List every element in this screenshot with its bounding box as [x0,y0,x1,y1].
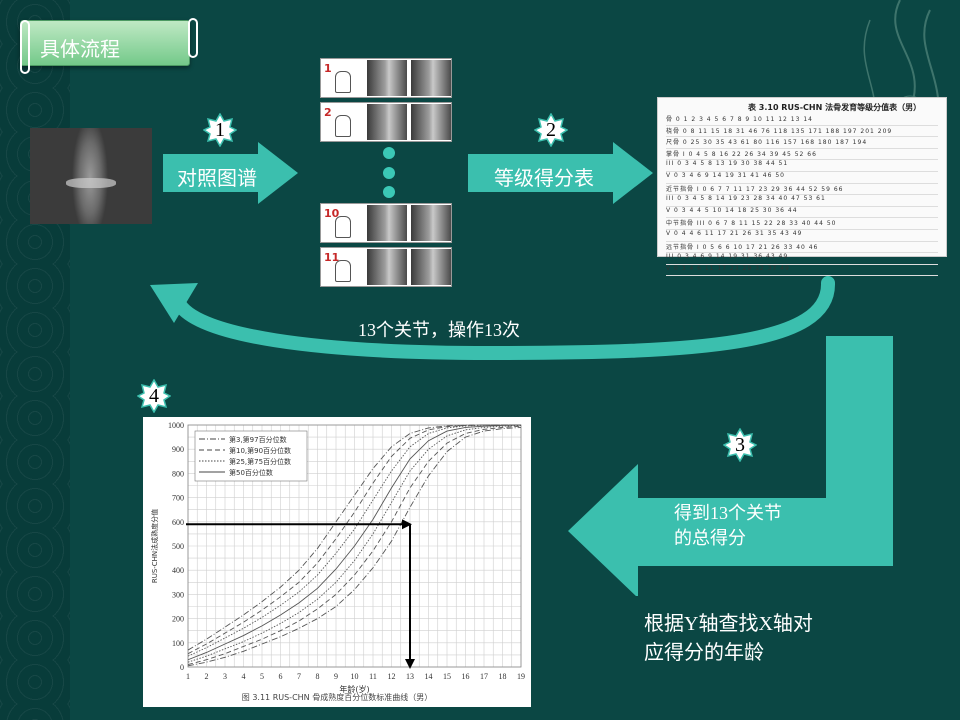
y-tick-label: 100 [172,639,184,648]
decorative-side-strip [0,0,70,720]
x-tick-label: 16 [462,672,470,681]
x-tick-label: 18 [499,672,507,681]
y-tick-label: 700 [172,494,184,503]
x-tick-label: 11 [369,672,377,681]
y-tick-label: 500 [172,542,184,551]
atlas-grade-10: 10 [320,203,452,243]
x-tick-label: 6 [279,672,283,681]
x-tick-label: 3 [223,672,227,681]
series-line [187,424,521,657]
legend-label: 第10,第90百分位数 [229,446,291,455]
x-tick-label: 17 [480,672,488,681]
grade-score-table: 表 3.10 RUS-CHN 法骨发育等级分值表（男） 骨 0 1 2 3 4 … [657,97,947,277]
y-tick-label: 300 [172,590,184,599]
series-line [187,424,521,655]
series-line [187,425,522,663]
table-row: 桡骨 0 8 11 15 18 31 46 76 118 135 171 188… [666,126,938,138]
series-line [187,426,522,667]
table-row: 远节指骨 I 0 5 6 6 10 17 21 26 33 40 46 [666,242,938,254]
y-tick-label: 200 [172,615,184,624]
atlas-grade-1: 1 [320,58,452,98]
x-tick-label: 5 [260,672,264,681]
finger-xray-image [30,128,152,224]
step3-label-line1: 得到13个关节 [674,503,782,523]
table-row: V 0 3 4 6 11 17 23 29 32 37 49 [666,265,938,277]
y-axis-label: RUS-CHN法成熟度分值 [150,509,159,583]
x-tick-label: 15 [443,672,451,681]
step2-label: 等级得分表 [494,166,594,190]
x-tick-label: 10 [351,672,359,681]
table-caption: 表 3.10 RUS-CHN 法骨发育等级分值表（男） [748,103,922,112]
x-tick-label: 12 [388,672,396,681]
table-row: III 0 3 4 5 8 14 19 23 28 34 40 47 53 61 [666,195,938,207]
table-row: V 0 3 4 6 9 14 19 31 41 46 50 [666,172,938,184]
y-tick-label: 800 [172,469,184,478]
table-row: III 0 3 4 5 8 13 19 30 38 44 51 [666,160,938,172]
x-tick-label: 9 [334,672,338,681]
step2-arrow: 等级得分表 [468,142,653,204]
atlas-grade-2: 2 [320,102,452,142]
x-tick-label: 19 [517,672,525,681]
x-tick-label: 14 [425,672,433,681]
y-tick-label: 1000 [168,421,184,430]
lookup-arrowhead-right [402,519,412,530]
step3-label-line2: 的总得分 [674,528,746,548]
step1-arrow: 对照图谱 [163,142,298,204]
step3-arrow: 得到13个关节的总得分 [568,336,893,598]
lookup-note: 根据Y轴查找X轴对 应得分的年龄 [644,610,813,668]
series-line [187,425,522,666]
ellipsis-dot [383,167,395,179]
x-tick-label: 7 [297,672,301,681]
x-axis-label: 年龄(岁) [339,684,369,694]
y-tick-label: 0 [180,663,184,672]
table-row: 骨 0 1 2 3 4 5 6 7 8 9 10 11 12 13 14 [666,114,938,126]
table-row: 中节指骨 III 0 6 7 8 11 15 22 28 33 40 44 50 [666,218,938,230]
title-banner: 具体流程 [12,14,198,74]
series-line [187,424,522,661]
note-line1: 根据Y轴查找X轴对 [644,613,813,635]
table-row: 近节指骨 I 0 6 7 7 11 17 23 29 36 44 52 59 6… [666,184,938,196]
x-tick-label: 1 [186,672,190,681]
note-line2: 应得分的年龄 [644,642,764,664]
loop-back-arrow [150,276,836,361]
slide-title: 具体流程 [40,37,120,61]
x-tick-label: 2 [205,672,209,681]
legend-label: 第50百分位数 [229,468,273,477]
table-row: III 0 3 4 6 9 14 19 31 36 43 49 [666,253,938,265]
y-tick-label: 900 [172,445,184,454]
loop-caption: 13个关节，操作13次 [358,320,520,340]
legend-label: 第25,第75百分位数 [229,457,291,466]
table-row: V 0 4 4 6 11 17 21 26 31 35 43 49 [666,230,938,242]
step2-badge: 2 [533,112,569,148]
step3-badge: 3 [722,427,758,463]
x-tick-label: 4 [242,672,246,681]
x-tick-label: 13 [406,672,414,681]
y-tick-label: 600 [172,518,184,527]
ellipsis-dot [383,147,395,159]
lookup-arrowhead-down [405,659,415,669]
table-row: 尺骨 0 25 30 35 43 61 80 116 157 168 180 1… [666,137,938,149]
step1-label: 对照图谱 [177,166,257,190]
ellipsis-dot [383,186,395,198]
step4-badge: 4 [136,378,172,414]
step1-badge: 1 [202,112,238,148]
table-row: V 0 3 4 4 5 10 14 18 25 30 36 44 [666,207,938,219]
chart-caption: 图 3.11 RUS-CHN 骨成熟度百分位数标准曲线（男） [242,692,432,702]
x-tick-label: 8 [316,672,320,681]
legend-label: 第3,第97百分位数 [229,435,287,444]
y-tick-label: 400 [172,566,184,575]
atlas-grade-11: 11 [320,247,452,287]
plot-frame [187,424,522,668]
table-row: 掌骨 I 0 4 5 8 16 22 26 34 39 45 52 66 [666,149,938,161]
